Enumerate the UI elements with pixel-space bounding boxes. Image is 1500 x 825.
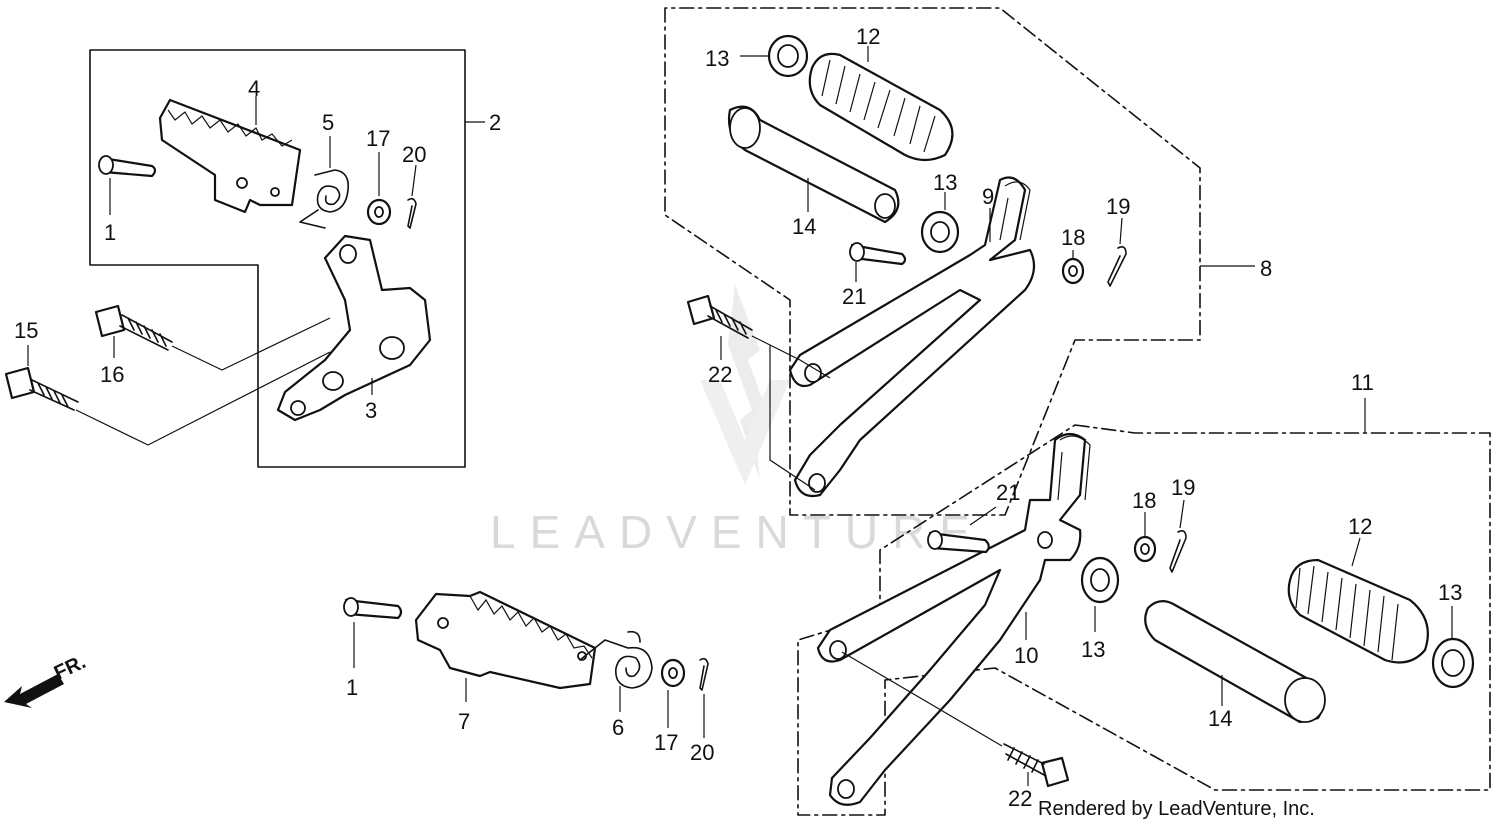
callout-19-a: 19 — [1106, 194, 1130, 219]
pin-part-14-b — [1144, 600, 1326, 724]
callout-2: 2 — [489, 110, 501, 135]
render-credit: Rendered by LeadVenture, Inc. — [1038, 798, 1315, 820]
group-8-outline — [664, 7, 1255, 516]
bolt-part-22-b — [1003, 743, 1070, 788]
spring-part-6 — [579, 630, 653, 689]
callout-13-b: 13 — [933, 170, 957, 195]
callout-14-b: 14 — [1208, 706, 1232, 731]
callout-1: 1 — [104, 220, 116, 245]
bolt-part-15 — [4, 366, 79, 411]
cotter-pin-part-20 — [407, 197, 417, 229]
callout-3: 3 — [365, 398, 377, 423]
callout-12-a: 12 — [856, 24, 880, 49]
callout-17: 17 — [366, 126, 390, 151]
callout-21-b: 21 — [996, 480, 1020, 505]
pin-part-21-a — [849, 242, 907, 266]
step-part-4 — [158, 98, 302, 214]
callout-22-b: 22 — [1008, 786, 1032, 811]
grip-rubber-part-12-b — [1287, 558, 1429, 664]
washer-part-13-c — [1080, 556, 1120, 604]
grip-rubber-part-12-a — [808, 52, 954, 162]
washer-part-17-lower — [660, 658, 686, 688]
holder-part-3 — [276, 234, 432, 422]
group-2-outline — [89, 49, 485, 468]
bolt-part-16 — [94, 304, 173, 351]
callout-20-lower: 20 — [690, 740, 714, 765]
front-direction-arrow-icon — [4, 674, 64, 708]
bracket-part-9 — [788, 176, 1036, 498]
washer-part-13-b — [920, 210, 960, 254]
washer-part-13-a — [767, 34, 809, 78]
callout-13-a: 13 — [705, 46, 729, 71]
watermark-logo — [700, 285, 790, 485]
callout-13-c: 13 — [1438, 580, 1462, 605]
callout-17-lower: 17 — [654, 730, 678, 755]
callout-18-b: 18 — [1132, 488, 1156, 513]
washer-part-17 — [366, 198, 392, 226]
pin-part-14-a — [727, 105, 900, 224]
washer-part-18-a — [1061, 257, 1085, 285]
callout-1-lower: 1 — [346, 675, 358, 700]
callout-18-a: 18 — [1061, 225, 1085, 250]
callout-11: 11 — [1351, 370, 1374, 395]
pin-part-21-b — [927, 530, 990, 554]
callout-5: 5 — [322, 110, 334, 135]
callout-14-a: 14 — [792, 214, 816, 239]
washer-part-13-d — [1431, 637, 1475, 689]
watermark-text: LEADVENTURE — [490, 506, 984, 558]
callout-8: 8 — [1260, 256, 1272, 281]
callout-6: 6 — [612, 715, 624, 740]
callout-19-b: 19 — [1171, 475, 1195, 500]
cotter-pin-part-19-b — [1169, 530, 1187, 573]
callout-22-a: 22 — [708, 362, 732, 387]
spring-part-5 — [299, 169, 350, 229]
pin-part-1 — [98, 155, 157, 178]
callout-16: 16 — [100, 362, 124, 387]
cotter-pin-part-19-a — [1107, 246, 1127, 287]
bolt-part-22-a — [686, 294, 753, 339]
callout-9: 9 — [982, 184, 994, 209]
cotter-pin-part-20-lower — [699, 657, 709, 691]
callout-10: 10 — [1014, 643, 1038, 668]
callout-13-d: 13 — [1081, 637, 1105, 662]
washer-part-18-b — [1133, 535, 1157, 563]
bracket-part-10 — [816, 432, 1091, 806]
callout-12-b: 12 — [1348, 514, 1372, 539]
step-part-7 — [414, 590, 597, 690]
callout-20: 20 — [402, 142, 426, 167]
callout-4: 4 — [248, 76, 260, 101]
pin-part-1-lower — [343, 597, 403, 620]
callout-7: 7 — [458, 709, 470, 734]
callout-15: 15 — [14, 318, 38, 343]
callout-21-a: 21 — [842, 284, 866, 309]
